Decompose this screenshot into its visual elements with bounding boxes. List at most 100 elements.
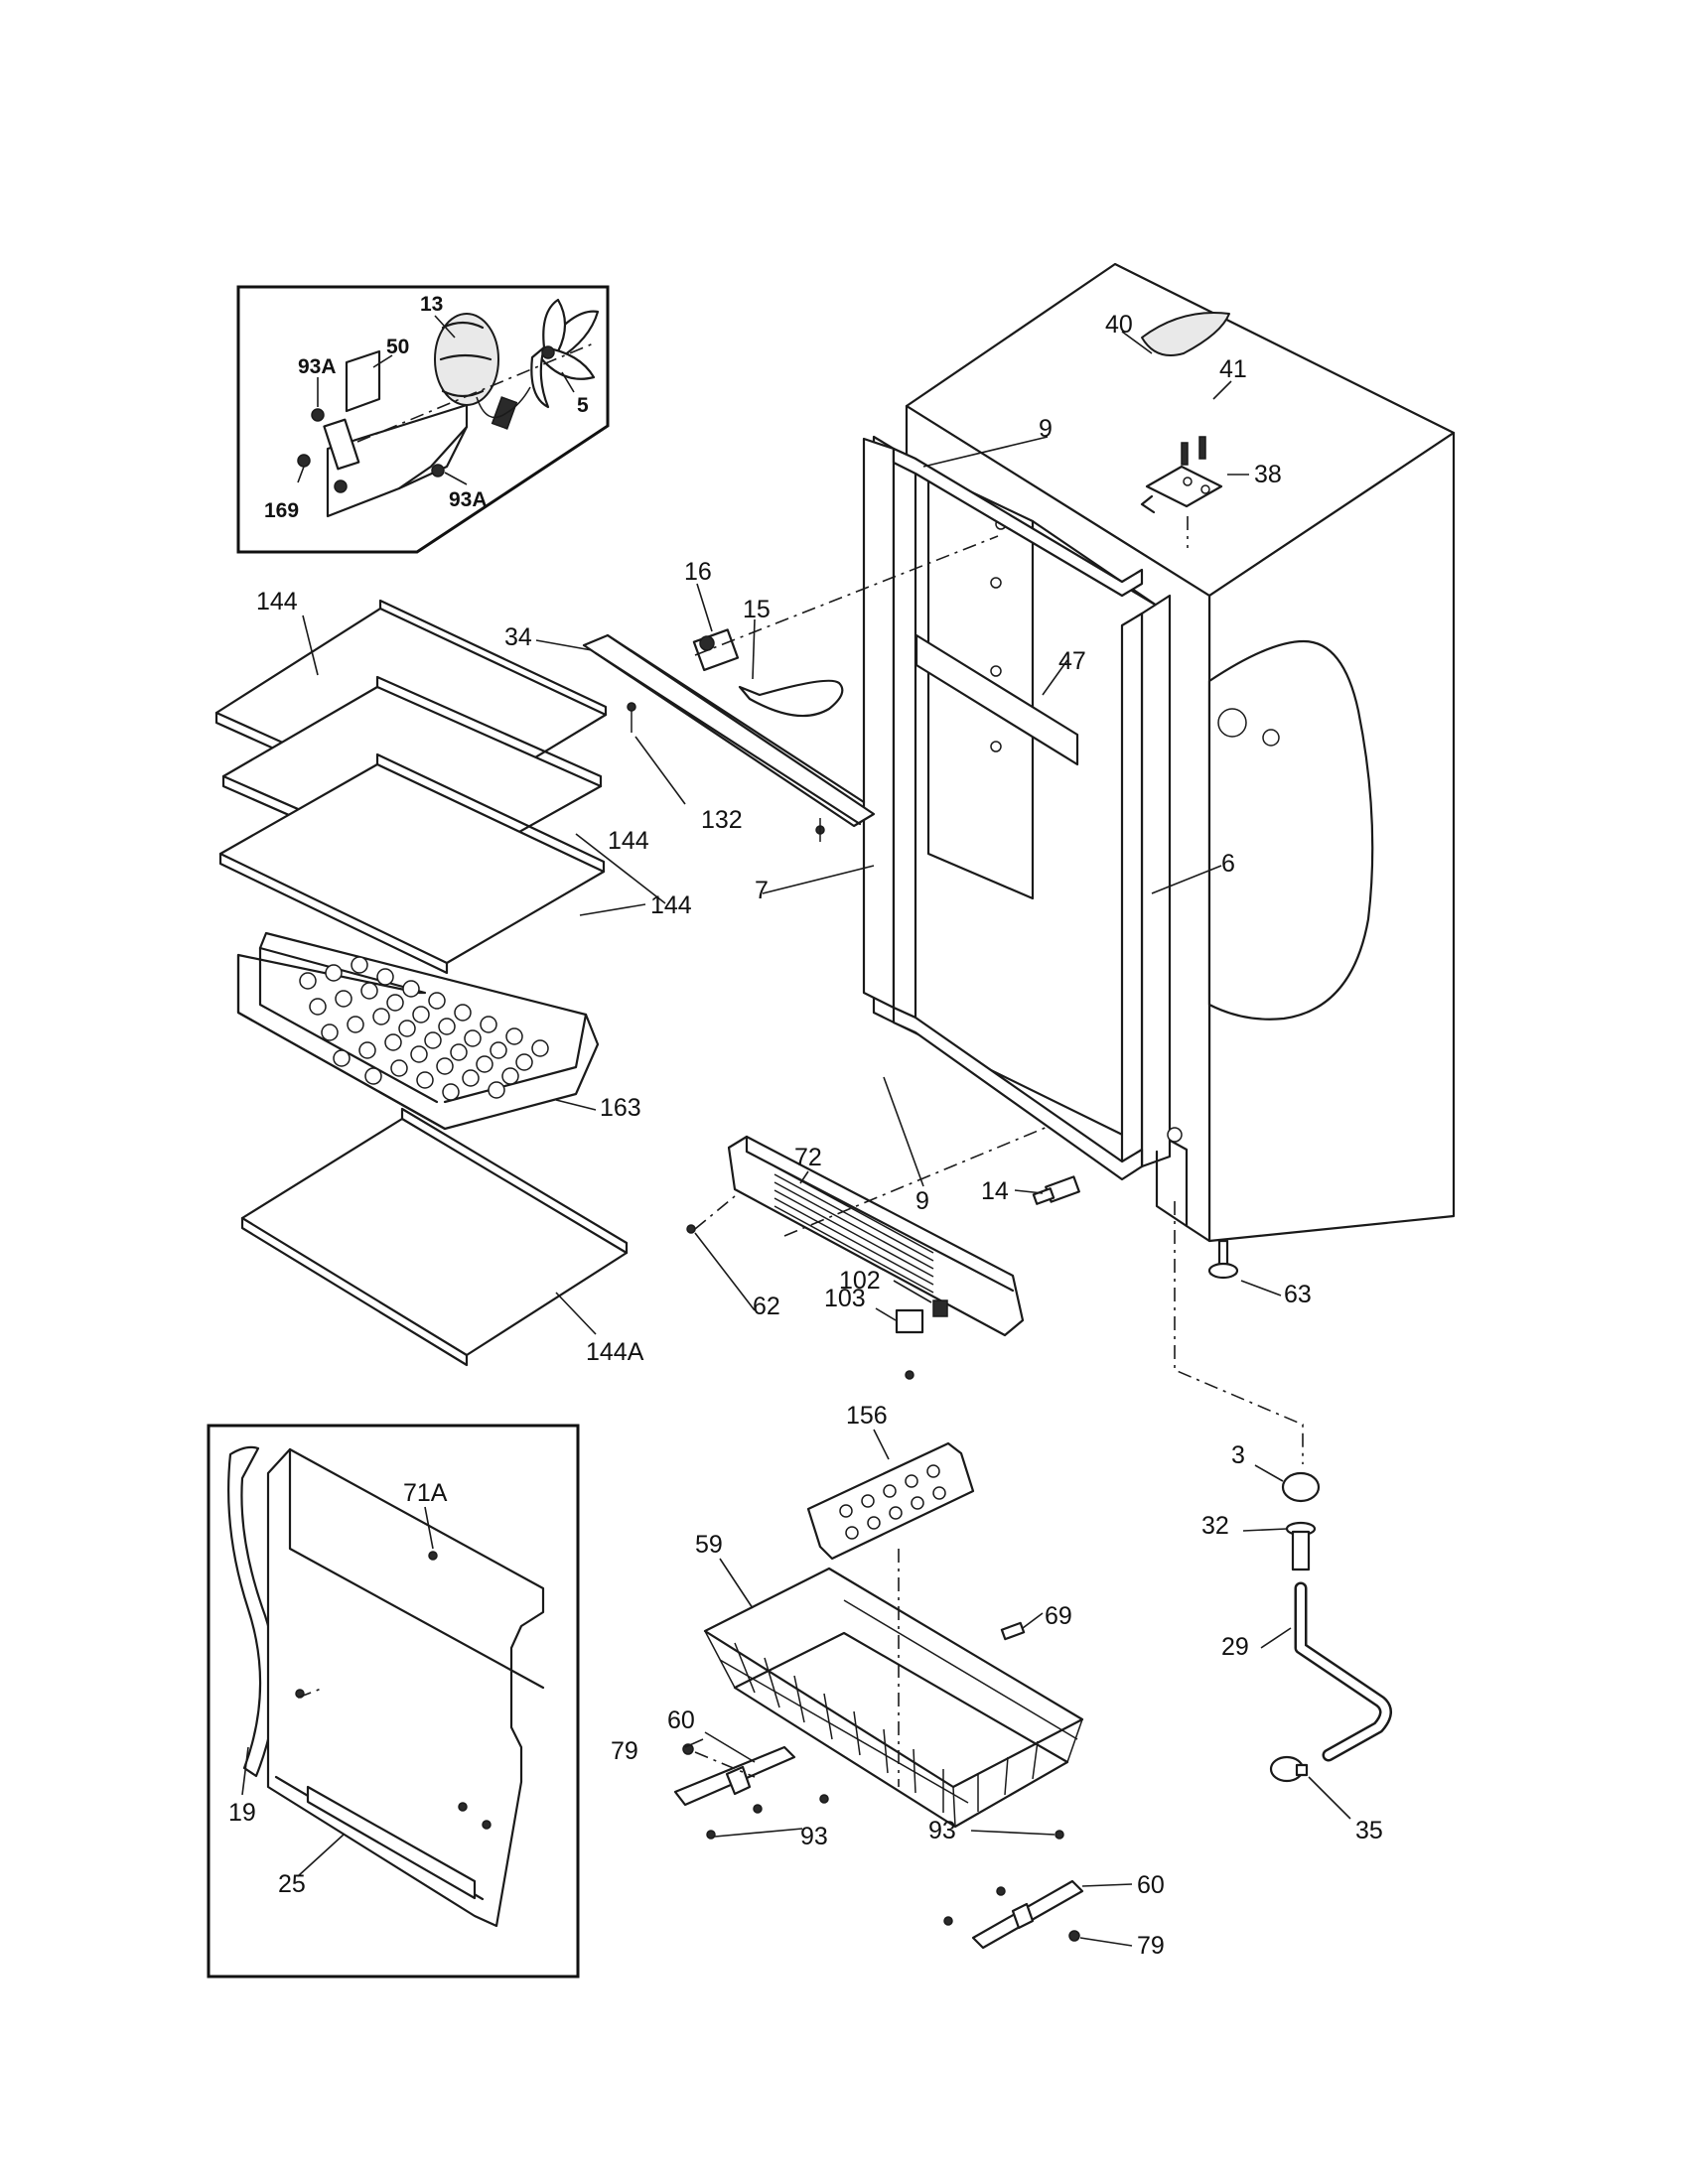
label-156: 156 (846, 1402, 888, 1430)
label-9-top: 9 (1039, 415, 1053, 443)
gasket-strip-right (1140, 594, 1172, 1168)
label-144-low: 144 (650, 891, 692, 919)
screw-132-a (627, 702, 636, 712)
label-79-left: 79 (611, 1737, 638, 1765)
thermostat-assembly: 16 15 34 132 (504, 535, 999, 842)
label-13: 13 (420, 293, 443, 316)
wire-basket-59 (703, 1567, 1084, 1829)
screw-93-right-b (943, 1916, 953, 1926)
label-144a: 144A (586, 1338, 644, 1366)
control-housing-34 (582, 633, 876, 828)
label-169: 169 (264, 499, 299, 522)
gasket-strip-left (862, 437, 896, 1010)
grille-72: 72 102 103 62 14 (686, 1126, 1080, 1380)
gasket-top (892, 447, 1144, 598)
panel-inset-frame (207, 1424, 580, 1979)
label-60-right: 60 (1137, 1871, 1165, 1899)
capillary-15 (738, 679, 844, 718)
label-plate-102 (932, 1299, 948, 1317)
label-38: 38 (1254, 461, 1282, 488)
gasket-bottom (892, 1006, 1144, 1181)
label-59: 59 (695, 1531, 723, 1559)
cabinet-back-plate (1207, 639, 1374, 1021)
label-5: 5 (577, 394, 589, 417)
label-9-bottom: 9 (915, 1187, 929, 1215)
label-35: 35 (1355, 1817, 1383, 1844)
grille-slots (774, 1165, 934, 1294)
screw-41-b (1198, 436, 1206, 460)
screw-169-a (297, 454, 311, 468)
drain-assembly: 3 32 29 35 (1174, 1201, 1392, 1844)
divider-156 (806, 1441, 975, 1561)
label-16: 16 (684, 558, 712, 586)
label-93a-top: 93A (298, 355, 337, 378)
label-60-left: 60 (667, 1706, 695, 1734)
leveler-63: 63 (1207, 1239, 1312, 1308)
label-72: 72 (794, 1144, 822, 1171)
fan-motor-inset: 13 50 93A 5 169 93A (236, 285, 610, 554)
label-14: 14 (981, 1177, 1009, 1205)
screw-41-a (1181, 442, 1189, 466)
screw-93-left-b (753, 1804, 763, 1814)
label-79-right: 79 (1137, 1932, 1165, 1960)
label-93-left: 93 (800, 1823, 828, 1850)
clip-69 (1000, 1621, 1026, 1641)
hinge-38 (1145, 465, 1223, 508)
label-plate-103 (895, 1308, 924, 1334)
label-93-right: 93 (928, 1817, 956, 1844)
label-34: 34 (504, 623, 532, 651)
label-102: 102 (839, 1267, 881, 1295)
slide-60-left (673, 1745, 796, 1807)
drain-fitting-32 (1285, 1521, 1317, 1571)
basket-assembly: 156 59 69 (695, 1402, 1084, 1829)
drain-plug-3 (1281, 1471, 1321, 1503)
panel-inset: 71A 19 25 (207, 1424, 580, 1979)
screw-62-a (686, 1224, 696, 1234)
label-25: 25 (278, 1870, 306, 1898)
screw-93a-top (311, 408, 325, 422)
label-163: 163 (600, 1094, 641, 1122)
screw-93-right-c (996, 1886, 1006, 1896)
screw-79-right (1068, 1930, 1080, 1942)
screw-62-b (905, 1370, 914, 1380)
fan-motor (434, 313, 531, 430)
label-63: 63 (1284, 1281, 1312, 1308)
shelf-144a: 144A (240, 1107, 644, 1367)
label-62: 62 (753, 1293, 780, 1320)
tray-163-body (236, 931, 600, 1131)
clamp-35 (1269, 1755, 1309, 1783)
screw-169-b (334, 479, 348, 493)
label-50: 50 (386, 336, 409, 358)
fan-motor-inset-frame (236, 285, 610, 554)
label-132: 132 (701, 806, 743, 834)
label-144-top: 144 (256, 588, 298, 615)
label-15: 15 (743, 596, 771, 623)
label-7: 7 (755, 877, 769, 904)
label-69: 69 (1045, 1602, 1072, 1630)
label-6: 6 (1221, 850, 1235, 878)
screw-93a-bottom (431, 464, 445, 478)
shelf-144a-body (240, 1117, 629, 1357)
label-3: 3 (1231, 1441, 1245, 1469)
fan-blade (530, 298, 600, 409)
label-41: 41 (1219, 355, 1247, 383)
freezer-cabinet: 40 41 38 9 47 7 6 9 (755, 262, 1456, 1243)
label-47: 47 (1058, 647, 1086, 675)
label-29: 29 (1221, 1633, 1249, 1661)
screw-93-left-a (706, 1830, 716, 1840)
label-71a: 71A (403, 1479, 448, 1507)
tray-holes (299, 956, 549, 1101)
shelves: 144 144 144 (214, 588, 692, 975)
label-19: 19 (228, 1799, 256, 1827)
tray-163: 163 (236, 931, 641, 1131)
label-103: 103 (824, 1285, 866, 1312)
screw-93-left-c (819, 1794, 829, 1804)
plate-50 (345, 349, 381, 413)
label-93a-bottom: 93A (449, 488, 488, 511)
label-40: 40 (1105, 311, 1133, 339)
basket-slides: 60 79 93 93 60 79 (611, 1706, 1165, 1960)
screw-93-right-a (1055, 1830, 1064, 1840)
screw-71a (428, 1551, 438, 1561)
slide-60-right (971, 1879, 1084, 1950)
